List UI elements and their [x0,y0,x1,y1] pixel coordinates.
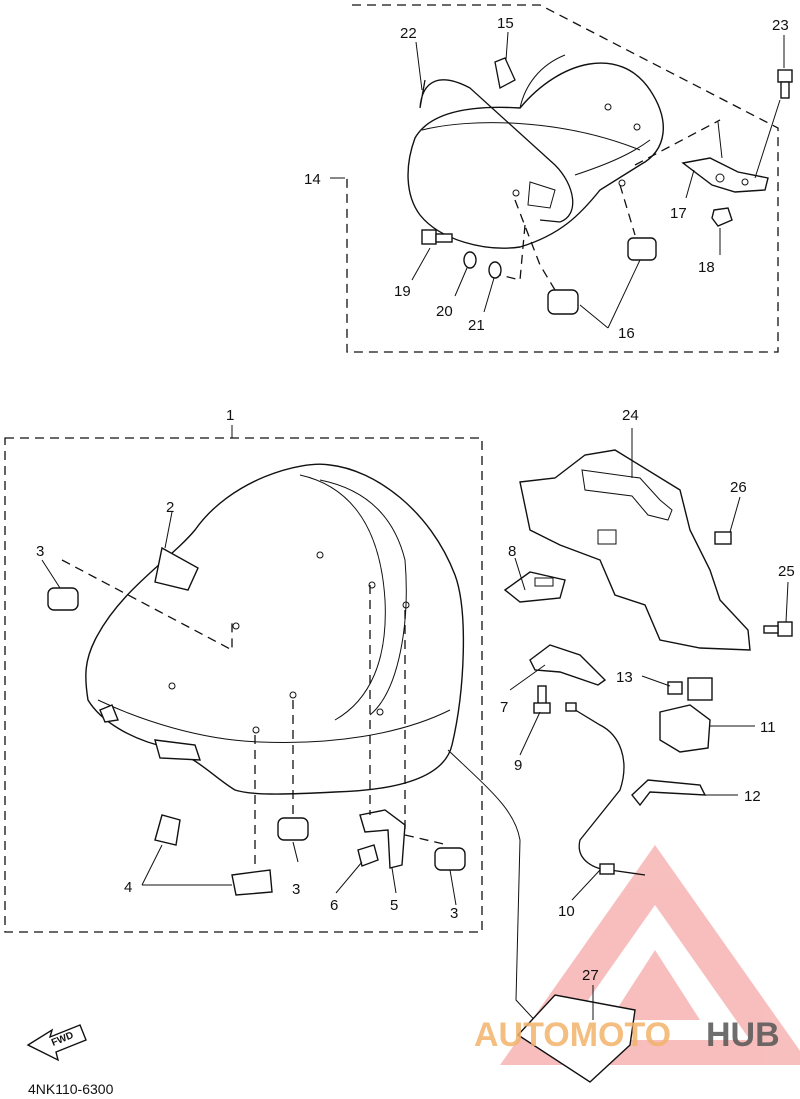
bolt-part-19 [421,229,453,245]
callout-4: 4 [124,879,132,896]
screw-part-13 [667,681,683,695]
callout-9: 9 [514,757,522,774]
callout-3a: 3 [36,543,44,560]
bracket-part-5 [359,809,406,869]
callout-23: 23 [772,17,789,34]
callout-8: 8 [508,543,516,560]
forward-arrow-icon: FWD [26,1024,87,1062]
callout-11: 11 [760,719,776,736]
damper-part-3c [434,847,466,871]
callout-labels: 1 2 3 3 3 4 5 6 7 8 9 10 11 12 13 14 15 … [36,15,795,984]
bolt-part-23 [777,69,793,99]
callout-3b: 3 [292,881,300,898]
nut-part-6 [357,844,379,867]
clip-part-4b [231,869,273,896]
diagram-code: 4NK110-6300 [28,1081,114,1097]
bracket-part-8 [503,571,566,603]
bolt-part-9 [533,685,551,714]
group-1-outline [4,437,483,933]
callout-2: 2 [166,499,174,516]
bolt-part-26 [714,531,732,545]
cable-part-10 [571,707,646,876]
callout-16: 16 [618,325,635,342]
watermark-word-a: AUTOMOTO [474,1016,671,1054]
damper-part-16a [627,237,657,261]
clip-part-4a [154,814,181,846]
group-14-outline [346,4,779,353]
washer-part-20 [463,251,477,269]
plate-part-27 [516,994,636,1083]
washer-part-21 [488,261,502,279]
watermark-word-b: HUB [706,1016,780,1054]
callout-19: 19 [394,283,411,300]
label-part-2 [154,546,199,591]
lock-part-11 [659,677,713,753]
plate-part-7 [529,644,607,686]
callout-24: 24 [622,407,639,424]
bracket-part-17 [681,157,769,193]
callout-7: 7 [500,699,508,716]
callout-13: 13 [616,669,633,686]
nut-part-18 [711,207,733,227]
callout-25: 25 [778,563,795,580]
callout-10: 10 [558,903,575,920]
grab-bar-part-22 [419,79,574,223]
damper-part-3b [277,817,309,841]
callout-6: 6 [330,897,338,914]
callout-21: 21 [468,317,485,334]
callout-22: 22 [400,25,417,42]
callout-15: 15 [497,15,514,32]
tag-part-15 [494,57,516,89]
callout-17: 17 [670,205,687,222]
main-seat-part-1 [85,463,465,795]
bolt-part-25 [763,621,793,637]
damper-part-16b [547,289,579,315]
callout-18: 18 [698,259,715,276]
callout-14: 14 [304,171,321,188]
callout-27: 27 [582,967,599,984]
callout-20: 20 [436,303,453,320]
callout-1: 1 [226,407,234,424]
callout-3c: 3 [450,905,458,922]
callout-5: 5 [390,897,398,914]
callout-12: 12 [744,788,761,805]
callout-26: 26 [730,479,747,496]
cover-part-24 [519,449,751,651]
lever-part-12 [631,779,707,807]
damper-part-3a [47,587,79,611]
rear-seat-part-15 [407,54,664,249]
